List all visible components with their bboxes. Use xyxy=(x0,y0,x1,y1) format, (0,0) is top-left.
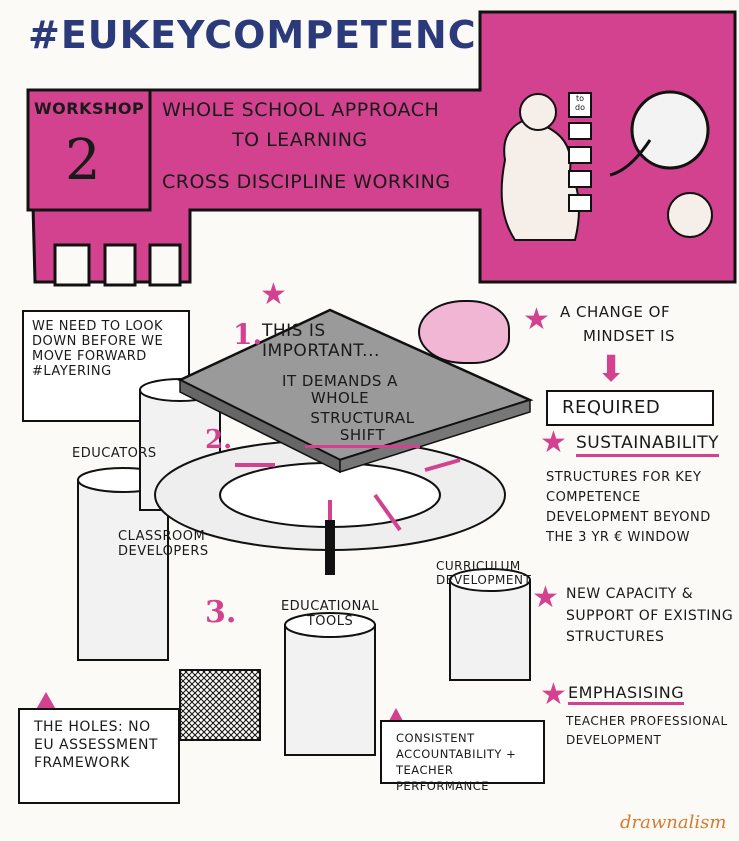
workshop-number: 2 xyxy=(65,128,101,193)
star-icon: ★ xyxy=(523,302,550,337)
star-icon: ★ xyxy=(540,425,567,460)
watermark-logo: drawnalism xyxy=(620,812,727,833)
checklist-item xyxy=(568,194,592,212)
checklist-item xyxy=(568,170,592,188)
structure-illustration xyxy=(77,308,534,756)
bullet-3-title: EMPHASISING xyxy=(568,683,685,706)
label-curriculum-development: CURRICULUM DEVELOPMENT xyxy=(436,559,532,587)
label-educational-tools: EDUCATIONAL TOOLS xyxy=(280,599,380,629)
page-title: #EUKEYCOMPETENCES xyxy=(28,13,532,57)
accountability-box: CONSISTENT ACCOUNTABILITY + TEACHER PERF… xyxy=(380,720,545,793)
checklist-item xyxy=(568,146,592,164)
banner-shape xyxy=(26,10,737,287)
holes-box: THE HOLES: NO EU ASSESSMENT FRAMEWORK xyxy=(18,708,180,804)
brain-icon xyxy=(418,300,510,364)
workshop-label: WORKSHOP xyxy=(34,99,145,118)
required-box: REQUIRED xyxy=(546,390,714,426)
bullet-3-text: TEACHER PROFESSIONAL DEVELOPMENT xyxy=(566,714,728,748)
step-number-3: 3. xyxy=(205,595,237,630)
star-icon: ★ xyxy=(260,277,287,312)
star-icon: ★ xyxy=(540,677,567,712)
label-educators: EDUCATORS xyxy=(72,446,157,461)
step-number-1: 1. xyxy=(233,318,263,351)
checklist: to do xyxy=(568,92,592,212)
checklist-item: to do xyxy=(568,92,592,118)
step-number-2: 2. xyxy=(205,425,233,455)
banner-line-1: WHOLE SCHOOL APPROACH xyxy=(162,99,440,121)
checklist-item xyxy=(568,122,592,140)
bullet-1-title: SUSTAINABILITY xyxy=(576,433,720,457)
down-arrow-icon: ⬇ xyxy=(596,349,627,390)
bullet-1-text: STRUCTURES FOR KEY COMPETENCE DEVELOPMEN… xyxy=(546,470,711,546)
mindset-line-1: A CHANGE OF xyxy=(560,303,671,321)
banner-line-3: CROSS DISCIPLINE WORKING xyxy=(162,171,451,193)
mindset-line-2: MINDSET IS xyxy=(583,327,676,345)
center-underlined: STRUCTURAL SHIFT xyxy=(305,409,420,448)
label-classroom-developers: CLASSROOM DEVELOPERS xyxy=(118,529,209,559)
star-icon: ★ xyxy=(532,580,559,615)
center-line-1: THIS IS IMPORTANT... xyxy=(262,321,380,361)
center-line-2: IT DEMANDS A WHOLE xyxy=(282,372,398,408)
bullet-2-text: NEW CAPACITY & SUPPORT OF EXISTING STRUC… xyxy=(566,586,734,646)
banner-line-2: TO LEARNING xyxy=(232,129,368,151)
